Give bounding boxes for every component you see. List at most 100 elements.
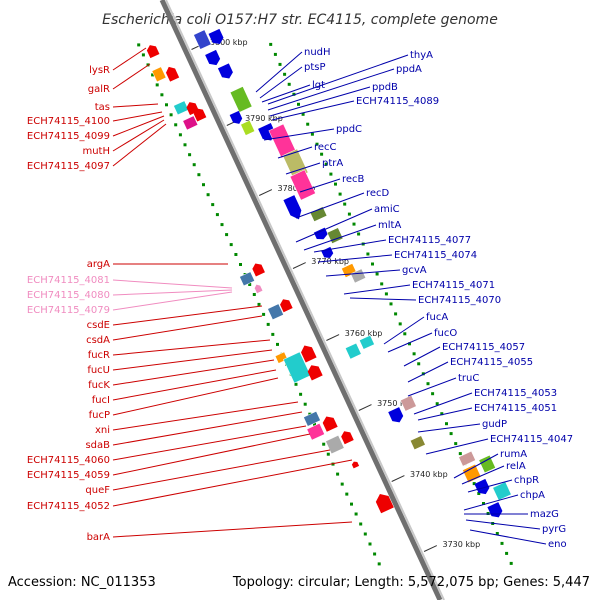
gene-label-right[interactable]: ptrA (322, 158, 343, 169)
gene-label-left[interactable]: fucP (89, 410, 110, 421)
gc-dot (403, 332, 407, 336)
gene-label-left[interactable]: lysR (89, 65, 110, 76)
gene-label-right[interactable]: ECH74115_4051 (474, 403, 557, 414)
gene-arrow-shape (322, 416, 338, 432)
gene-arrow-shape (208, 28, 224, 45)
gene-label-right[interactable]: rumA (500, 449, 527, 460)
gene-label-left[interactable]: argA (87, 259, 110, 270)
gene-label-left[interactable]: csdA (86, 335, 110, 346)
gene-block-shape (239, 271, 255, 287)
gene-arrow-shape (146, 45, 160, 59)
gene-arrow (307, 365, 323, 381)
gc-dot (359, 522, 363, 526)
gene-arrow-shape (205, 49, 221, 66)
gene-label-right[interactable]: gcvA (402, 265, 427, 276)
gene-label-right[interactable]: chpR (514, 475, 539, 486)
leader-line-right (295, 208, 373, 243)
gene-label-right[interactable]: ppdC (336, 124, 362, 135)
gc-dot (174, 123, 178, 127)
gene-label-left[interactable]: csdE (87, 320, 110, 331)
gene-block-shape (309, 206, 328, 222)
gc-dot (220, 223, 224, 227)
leader-line-right (259, 66, 303, 99)
gene-label-right[interactable]: thyA (410, 50, 433, 61)
gene-arrow (388, 407, 404, 423)
gene-label-left[interactable]: ECH74115_4099 (27, 131, 110, 142)
gene-label-left[interactable]: ECH74115_4097 (27, 161, 110, 172)
gene-label-right[interactable]: relA (506, 461, 526, 472)
gene-label-left[interactable]: sdaB (85, 440, 110, 451)
gene-label-right[interactable]: pyrG (542, 524, 566, 535)
gc-dot (169, 113, 173, 117)
gene-label-left[interactable]: fucR (88, 350, 110, 361)
gene-label-right[interactable]: eno (548, 539, 567, 550)
gene-label-right[interactable]: ECH74115_4057 (442, 342, 525, 353)
gene-label-left[interactable]: ECH74115_4100 (27, 116, 110, 127)
gene-block (359, 334, 375, 350)
gene-label-right[interactable]: ppdA (396, 64, 422, 75)
gene-label-right[interactable]: nudH (304, 47, 331, 58)
gc-dot (380, 282, 384, 286)
gc-dot (197, 173, 201, 177)
gene-label-left[interactable]: ECH74115_4079 (27, 305, 110, 316)
leader-line-left (112, 401, 299, 431)
gene-label-right[interactable]: chpA (520, 490, 545, 501)
gene-label-right[interactable]: ECH74115_4055 (450, 357, 533, 368)
gene-block (229, 86, 253, 113)
gene-label-left[interactable]: ECH74115_4060 (27, 455, 110, 466)
gene-label-right[interactable]: fucA (426, 312, 448, 323)
gene-arrow (322, 416, 338, 432)
gene-label-right[interactable]: recB (342, 174, 365, 185)
gene-label-left[interactable]: ECH74115_4052 (27, 501, 110, 512)
gene-label-left[interactable]: galR (88, 84, 110, 95)
gene-label-right[interactable]: recC (314, 142, 337, 153)
gc-dot (509, 561, 513, 565)
gene-label-right[interactable]: gudP (482, 419, 507, 430)
gene-label-left[interactable]: fucU (87, 365, 110, 376)
gene-label-right[interactable]: ECH74115_4089 (356, 96, 439, 107)
gene-label-right[interactable]: amiC (374, 204, 400, 215)
gene-block-shape (478, 454, 496, 474)
gene-block-shape (345, 342, 362, 360)
gene-label-right[interactable]: lgt (312, 80, 325, 91)
gene-label-right[interactable]: fucO (434, 328, 457, 339)
gene-arrow-shape (474, 478, 490, 495)
gene-label-left[interactable]: tas (95, 102, 110, 113)
gene-label-right[interactable]: mltA (378, 220, 401, 231)
gene-label-left[interactable]: ECH74115_4080 (27, 290, 110, 301)
gene-label-right[interactable]: ECH74115_4077 (388, 235, 471, 246)
gene-label-right[interactable]: ppdB (372, 82, 398, 93)
gc-dot (338, 192, 342, 196)
gene-arrow (252, 263, 265, 277)
leader-line-left (112, 115, 165, 137)
gene-label-right[interactable]: ECH74115_4047 (490, 434, 573, 445)
gene-label-right[interactable]: ECH74115_4070 (418, 295, 501, 306)
gene-label-left[interactable]: queF (85, 485, 110, 496)
gene-block (345, 342, 362, 360)
gene-label-right[interactable]: mazG (530, 509, 559, 520)
gene-block (325, 434, 345, 455)
gene-label-right[interactable]: ptsP (304, 62, 326, 73)
gene-label-right[interactable]: ECH74115_4074 (394, 250, 477, 261)
leader-line-left (112, 377, 279, 416)
gene-label-right[interactable]: recD (366, 188, 390, 199)
gene-block (458, 450, 476, 467)
gene-block-shape (193, 29, 212, 50)
gc-dot (271, 332, 275, 336)
gene-arrow-shape (375, 494, 394, 514)
gc-dot (276, 342, 279, 346)
leader-line-right (263, 128, 335, 141)
gc-dot (141, 53, 145, 57)
gene-label-left[interactable]: fucK (88, 380, 110, 391)
gc-dot (248, 283, 252, 286)
gene-label-right[interactable]: ECH74115_4071 (412, 280, 495, 291)
gene-label-left[interactable]: ECH74115_4081 (27, 275, 110, 286)
gene-label-left[interactable]: mutH (82, 146, 110, 157)
gene-label-right[interactable]: ECH74115_4053 (474, 388, 557, 399)
gene-label-left[interactable]: fucI (92, 395, 110, 406)
gene-label-left[interactable]: barA (87, 532, 111, 543)
gene-label-left[interactable]: xni (95, 425, 110, 436)
gene-arrow (146, 45, 160, 59)
gene-label-right[interactable]: truC (458, 373, 479, 384)
gene-label-left[interactable]: ECH74115_4059 (27, 470, 110, 481)
